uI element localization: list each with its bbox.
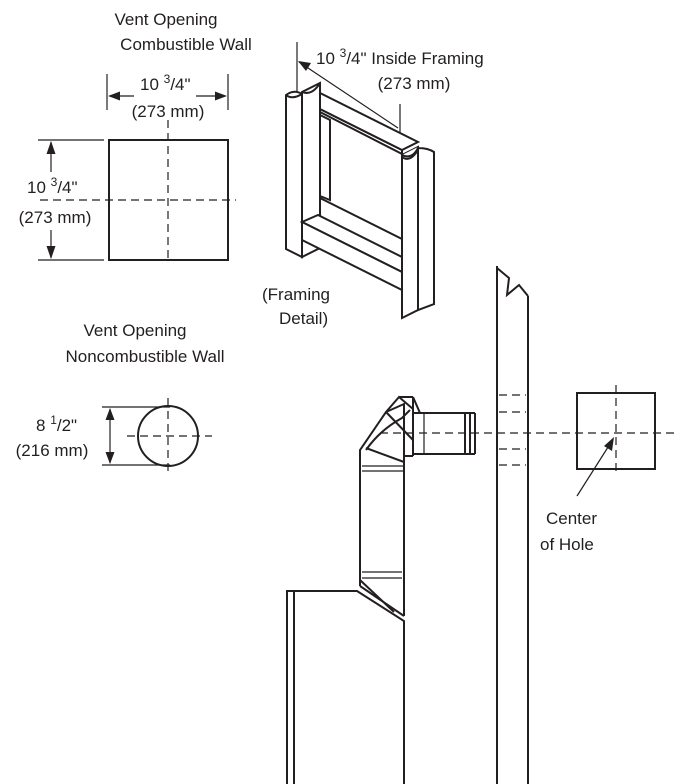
- combustible-title-line2: Combustible Wall: [120, 35, 252, 54]
- noncombustible-title-line1: Vent Opening: [83, 321, 186, 340]
- combustible-title-line1: Vent Opening: [114, 10, 217, 29]
- height-mm-label: (273 mm): [19, 208, 92, 227]
- framing-caption-line2: Detail): [279, 309, 328, 328]
- wall-section: [496, 266, 529, 784]
- height-dimension: 10 3/4" (273 mm): [19, 139, 104, 261]
- diameter-inch-label: 8 1/2": [36, 413, 77, 435]
- framing-detail: 10 3/4" Inside Framing (273 mm) (Framing…: [262, 42, 484, 328]
- height-inch-label: 10 3/4": [27, 175, 78, 197]
- center-of-hole-detail: Center of Hole: [540, 385, 656, 554]
- framing-caption-line1: (Framing: [262, 285, 330, 304]
- appliance-and-vent: [286, 395, 675, 784]
- width-mm-label: (273 mm): [132, 102, 205, 121]
- width-inch-label: 10 3/4": [140, 72, 191, 94]
- noncombustible-wall-section: Vent Opening Noncombustible Wall 8 1/2" …: [16, 321, 225, 474]
- framing-dim-label: 10 3/4" Inside Framing: [316, 46, 484, 68]
- diameter-mm-label: (216 mm): [16, 441, 89, 460]
- combustible-wall-section: Vent Opening Combustible Wall 10 3/4" (2…: [19, 10, 252, 262]
- center-label-line1: Center: [546, 509, 597, 528]
- width-dimension: 10 3/4" (273 mm): [106, 72, 229, 121]
- center-label-line2: of Hole: [540, 535, 594, 554]
- noncombustible-title-line2: Noncombustible Wall: [65, 347, 224, 366]
- framing-dim-mm: (273 mm): [378, 74, 451, 93]
